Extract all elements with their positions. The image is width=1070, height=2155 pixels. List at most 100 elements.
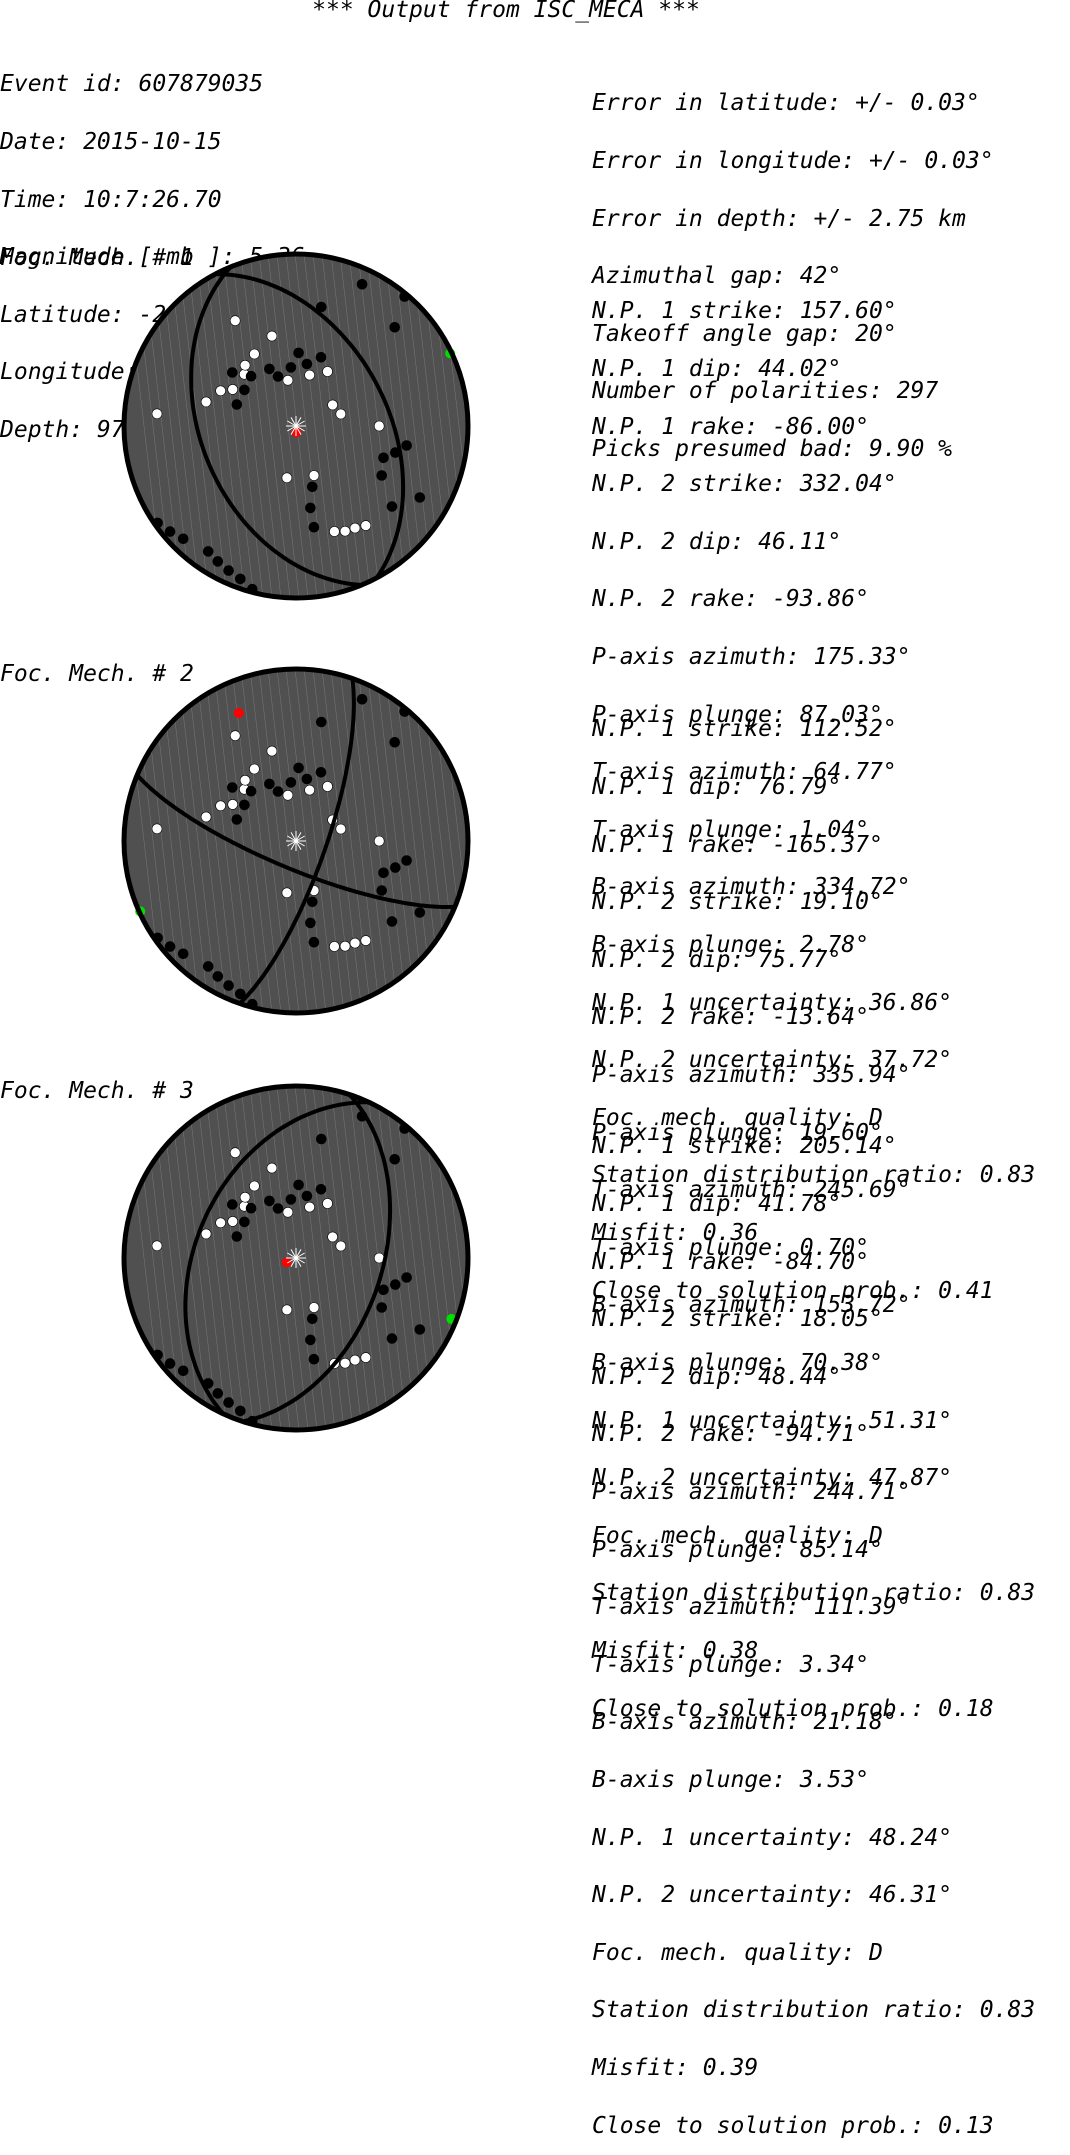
np2-dip: N.P. 2 dip: 75.77° [592, 946, 842, 973]
compression-polarity [315, 301, 327, 313]
hatch-line [249, 254, 291, 598]
hatch-line [348, 669, 390, 1013]
compression-polarity [308, 936, 320, 948]
p-axis-marker [233, 708, 244, 718]
compression-polarity [285, 1194, 297, 1205]
hatch-line [303, 669, 345, 1013]
p-axis-azimuth: P-axis azimuth: 175.33° [592, 643, 911, 670]
mech-quality: Foc. mech. quality: D [592, 1104, 883, 1131]
dilatation-polarity [304, 784, 315, 796]
hatch-line [204, 1086, 246, 1430]
dilatation-polarity [322, 366, 333, 377]
dilatation-polarity [151, 408, 163, 420]
hatch-line [375, 254, 417, 598]
compression-polarity [305, 1334, 316, 1346]
p-axis-plunge: P-axis plunge: 87.03° [592, 701, 883, 728]
hatch-line [339, 254, 381, 598]
dilatation-polarity [308, 1302, 320, 1313]
compression-polarity [305, 502, 316, 514]
picks-presumed-bad: Picks presumed bad: 9.90 % [592, 435, 953, 462]
dilatation-polarity [360, 1352, 372, 1363]
nodal-plane-2 [238, 678, 356, 1005]
hatch-line [384, 254, 426, 598]
hatch-line [348, 1086, 390, 1430]
compression-polarity [227, 367, 238, 378]
compression-polarity [164, 941, 176, 952]
dilatation-polarity [266, 745, 278, 757]
compression-polarity [239, 1216, 250, 1228]
compression-polarity [234, 1405, 246, 1417]
b-axis-azimuth: B-axis azimuth: 334.72° [592, 874, 911, 901]
compression-polarity [293, 347, 304, 359]
misfit: Misfit: 0.39 [592, 2054, 759, 2081]
compression-polarity [223, 980, 234, 991]
star-ray [290, 1249, 302, 1267]
dilatation-polarity [327, 399, 338, 411]
dilatation-polarity [349, 1354, 361, 1366]
dilatation-polarity [349, 937, 361, 949]
compression-polarity [376, 470, 387, 481]
np1-strike: N.P. 1 strike: 112.52° [592, 716, 897, 743]
hatch-line [204, 254, 246, 598]
compression-polarity [272, 1203, 284, 1214]
compression-polarity [231, 1231, 243, 1242]
np1-uncertainty: N.P. 1 uncertainty: 48.24° [592, 1824, 953, 1851]
error-latitude: Error in latitude: +/- 0.03° [592, 90, 980, 117]
mechanism-3-params: N.P. 1 strike: 205.14° N.P. 1 dip: 41.78… [592, 1099, 1035, 2155]
hatch-line [186, 669, 228, 1013]
compression-polarity [306, 896, 318, 908]
hatch-line [168, 1086, 210, 1430]
dilatation-polarity [249, 763, 260, 775]
compression-polarity [414, 907, 426, 918]
compression-polarity [223, 1397, 234, 1408]
compression-polarity [389, 322, 400, 333]
np2-dip: N.P. 2 dip: 48.44° [592, 1363, 842, 1390]
hatch-line [330, 669, 372, 1013]
compression-polarity [212, 556, 224, 567]
dilatation-polarity [281, 887, 293, 899]
polarities [151, 694, 426, 1010]
dilatation-polarity [151, 823, 163, 835]
hatch-line [366, 254, 408, 598]
epicenter-star-icon [286, 831, 306, 851]
dilatation-polarity [249, 1180, 260, 1192]
np2-uncertainty: N.P. 2 uncertainty: 46.31° [592, 1882, 953, 1909]
mechanism-1-label: Foc. Mech. # 1 [0, 245, 194, 271]
dilatation-polarity [227, 1216, 238, 1227]
dilatation-polarity [227, 384, 238, 395]
compression-polarity [285, 362, 297, 373]
takeoff-angle-gap: Takeoff angle gap: 20° [592, 320, 897, 347]
compression-polarity [315, 767, 327, 778]
hatch-line [195, 669, 237, 1013]
t-axis-plunge: T-axis plunge: 3.34° [592, 1651, 869, 1678]
station-distribution-ratio: Station distribution ratio: 0.83 [592, 1997, 1036, 2024]
np1-rake: N.P. 1 rake: -165.37° [592, 831, 883, 858]
dilatation-polarity [335, 1240, 347, 1252]
b-axis-plunge: B-axis plunge: 3.53° [592, 1766, 869, 1793]
b-axis-plunge: B-axis plunge: 70.38° [592, 1349, 883, 1376]
star-ray [290, 832, 302, 850]
compression-polarity [164, 1358, 176, 1369]
hatch-line [258, 1086, 300, 1430]
dilatation-polarity [373, 835, 385, 847]
compression-polarity [306, 1313, 318, 1325]
compression-polarity [308, 1353, 320, 1365]
compression-polarity [285, 777, 297, 788]
compression-polarity [239, 384, 250, 396]
dilatation-polarity [360, 520, 372, 531]
np1-strike: N.P. 1 strike: 205.14° [592, 1133, 897, 1160]
epicenter-star-icon [286, 416, 306, 436]
compression-polarity [293, 1179, 304, 1191]
t-axis-azimuth: T-axis azimuth: 245.69° [592, 1177, 911, 1204]
compression-polarity [223, 565, 234, 576]
nodal-plane-1 [135, 773, 455, 909]
event-id: Event id: 607879035 [0, 71, 264, 98]
hatch-line [375, 1086, 417, 1430]
compression-polarity [264, 778, 275, 790]
hatch-line [339, 669, 381, 1013]
azimuthal-gap: Azimuthal gap: 42° [592, 263, 842, 290]
hatch-line [366, 669, 408, 1013]
station-distribution-ratio: Station distribution ratio: 0.83 [592, 1162, 1036, 1189]
t-axis-plunge: T-axis plunge: 1.04° [592, 816, 869, 843]
dilatation-polarity [281, 472, 293, 484]
